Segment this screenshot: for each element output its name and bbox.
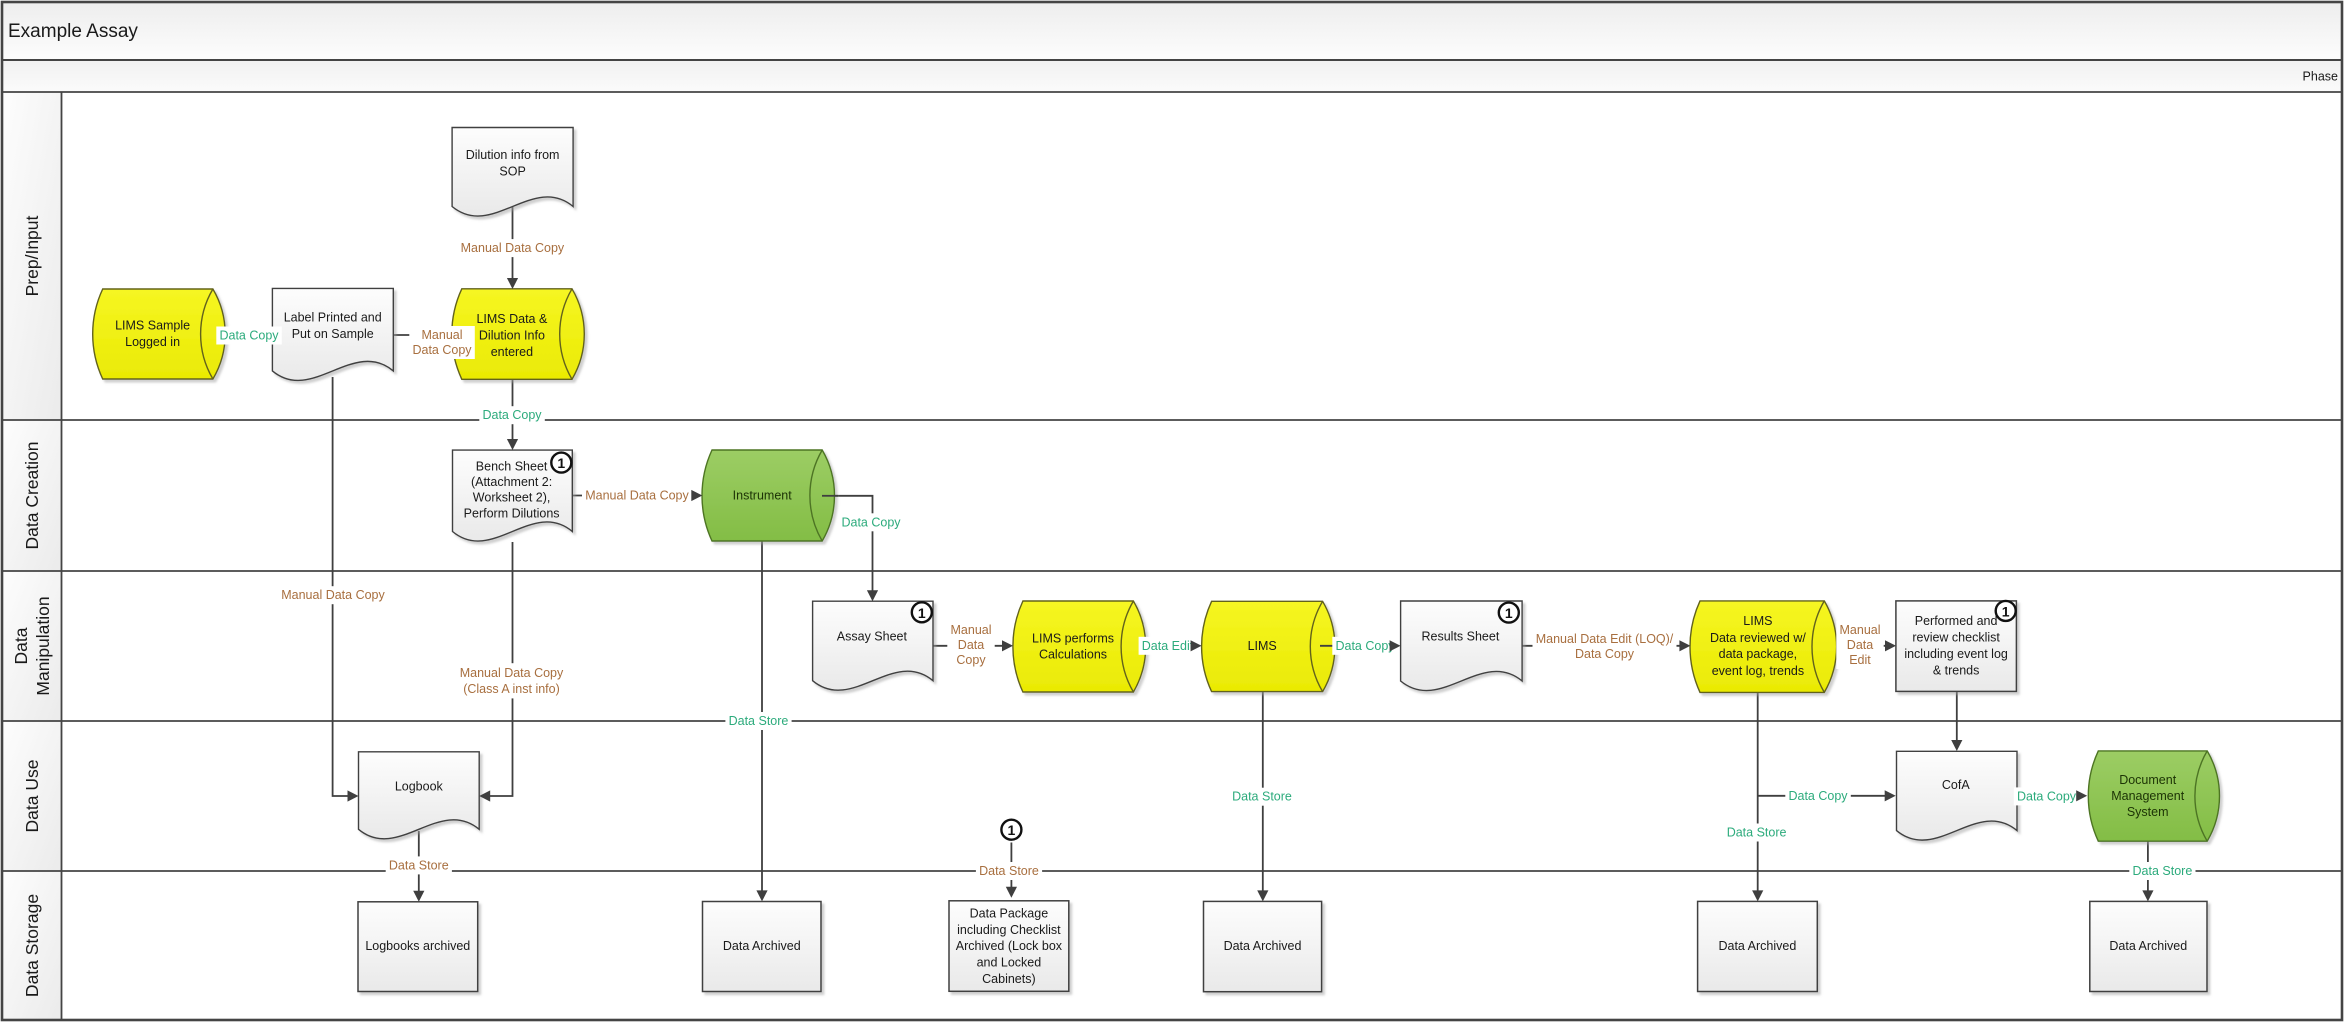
svg-text:Phase: Phase — [2303, 70, 2338, 84]
svg-text:System: System — [2127, 805, 2169, 819]
svg-text:Data Archived: Data Archived — [1224, 939, 1302, 953]
svg-text:Manipulation: Manipulation — [33, 596, 53, 695]
svg-text:Data Copy: Data Copy — [412, 343, 472, 357]
svg-text:Data Copy: Data Copy — [1335, 639, 1395, 653]
svg-text:Logbook: Logbook — [395, 779, 444, 793]
svg-text:1: 1 — [918, 605, 926, 621]
svg-text:LIMS: LIMS — [1743, 614, 1772, 628]
svg-text:Perform Dilutions: Perform Dilutions — [464, 506, 560, 520]
svg-text:LIMS: LIMS — [1248, 639, 1277, 653]
svg-text:Logged in: Logged in — [125, 335, 180, 349]
svg-text:Results Sheet: Results Sheet — [1421, 629, 1499, 643]
svg-text:Manual Data Copy: Manual Data Copy — [461, 241, 565, 255]
svg-text:Edit: Edit — [1849, 653, 1871, 667]
svg-text:Dilution info from: Dilution info from — [466, 148, 560, 162]
svg-text:Assay Sheet: Assay Sheet — [837, 629, 908, 643]
svg-text:Data Store: Data Store — [389, 858, 449, 872]
svg-text:(Class A inst info): (Class A inst info) — [463, 682, 560, 696]
svg-text:including Checklist: including Checklist — [957, 923, 1061, 937]
svg-text:Worksheet 2),: Worksheet 2), — [473, 491, 551, 505]
svg-text:Data Creation: Data Creation — [22, 442, 42, 550]
svg-text:1: 1 — [2002, 603, 2010, 619]
svg-text:Copy: Copy — [956, 653, 986, 667]
svg-text:Manual: Manual — [1840, 623, 1881, 637]
svg-text:Data Copy: Data Copy — [219, 329, 279, 343]
svg-text:Data Copy: Data Copy — [1788, 789, 1848, 803]
svg-text:Data Copy: Data Copy — [1575, 647, 1635, 661]
svg-text:Performed and: Performed and — [1915, 614, 1998, 628]
svg-text:review checklist: review checklist — [1912, 631, 2000, 645]
svg-text:Manual Data Edit (LOQ)/: Manual Data Edit (LOQ)/ — [1536, 632, 1674, 646]
svg-text:Archived (Lock box: Archived (Lock box — [956, 939, 1063, 953]
svg-text:Manual: Manual — [422, 328, 463, 342]
svg-text:Data: Data — [11, 627, 31, 664]
svg-text:Instrument: Instrument — [733, 488, 793, 502]
svg-text:Bench Sheet: Bench Sheet — [476, 460, 548, 474]
svg-text:Data Edit: Data Edit — [1142, 639, 1194, 653]
svg-text:Cabinets): Cabinets) — [982, 972, 1036, 986]
svg-text:Dilution Info: Dilution Info — [479, 328, 545, 342]
svg-text:Data reviewed w/: Data reviewed w/ — [1710, 631, 1806, 645]
svg-text:CofA: CofA — [1942, 778, 1970, 792]
svg-text:LIMS Sample: LIMS Sample — [115, 318, 190, 332]
svg-text:Label Printed and: Label Printed and — [284, 311, 382, 325]
svg-text:Document: Document — [2119, 773, 2176, 787]
svg-text:and Locked: and Locked — [977, 956, 1042, 970]
svg-text:Logbooks archived: Logbooks archived — [365, 939, 470, 953]
svg-text:event log, trends: event log, trends — [1712, 664, 1804, 678]
svg-text:Data Package: Data Package — [970, 906, 1049, 920]
svg-text:Data Copy: Data Copy — [841, 515, 901, 529]
svg-text:Data Store: Data Store — [729, 714, 789, 728]
svg-text:Manual Data Copy: Manual Data Copy — [585, 489, 689, 503]
svg-text:LIMS Data &: LIMS Data & — [476, 312, 548, 326]
svg-text:Data: Data — [1847, 638, 1873, 652]
svg-text:Data Store: Data Store — [979, 864, 1039, 878]
svg-text:Data Store: Data Store — [1232, 790, 1292, 804]
svg-text:entered: entered — [491, 345, 533, 359]
svg-text:1: 1 — [1505, 605, 1513, 621]
svg-text:Data Copy: Data Copy — [2017, 789, 2077, 803]
svg-text:Example Assay: Example Assay — [8, 21, 138, 42]
svg-text:Prep/Input: Prep/Input — [22, 215, 42, 296]
svg-text:Data Archived: Data Archived — [723, 939, 801, 953]
svg-text:data package,: data package, — [1719, 647, 1798, 661]
svg-text:Calculations: Calculations — [1039, 648, 1107, 662]
svg-text:Data Archived: Data Archived — [2109, 939, 2187, 953]
svg-text:Manual Data Copy: Manual Data Copy — [460, 666, 564, 680]
svg-text:including event log: including event log — [1904, 647, 2008, 661]
svg-text:LIMS performs: LIMS performs — [1032, 631, 1114, 645]
svg-text:Data: Data — [958, 638, 984, 652]
svg-text:Data Use: Data Use — [22, 760, 42, 833]
svg-text:Data Store: Data Store — [1727, 826, 1787, 840]
svg-text:1: 1 — [557, 455, 565, 471]
svg-text:Data Archived: Data Archived — [1718, 939, 1796, 953]
svg-text:Data Store: Data Store — [2133, 864, 2193, 878]
svg-text:Management: Management — [2111, 789, 2184, 803]
svg-text:Data Storage: Data Storage — [22, 894, 42, 997]
svg-text:Data Copy: Data Copy — [482, 408, 542, 422]
svg-text:1: 1 — [1008, 822, 1016, 838]
svg-text:SOP: SOP — [499, 165, 525, 179]
svg-text:(Attachment 2:: (Attachment 2: — [471, 475, 552, 489]
svg-text:Put on Sample: Put on Sample — [292, 327, 374, 341]
svg-text:Manual: Manual — [951, 623, 992, 637]
svg-text:Manual Data Copy: Manual Data Copy — [281, 588, 385, 602]
svg-text:& trends: & trends — [1933, 664, 1980, 678]
